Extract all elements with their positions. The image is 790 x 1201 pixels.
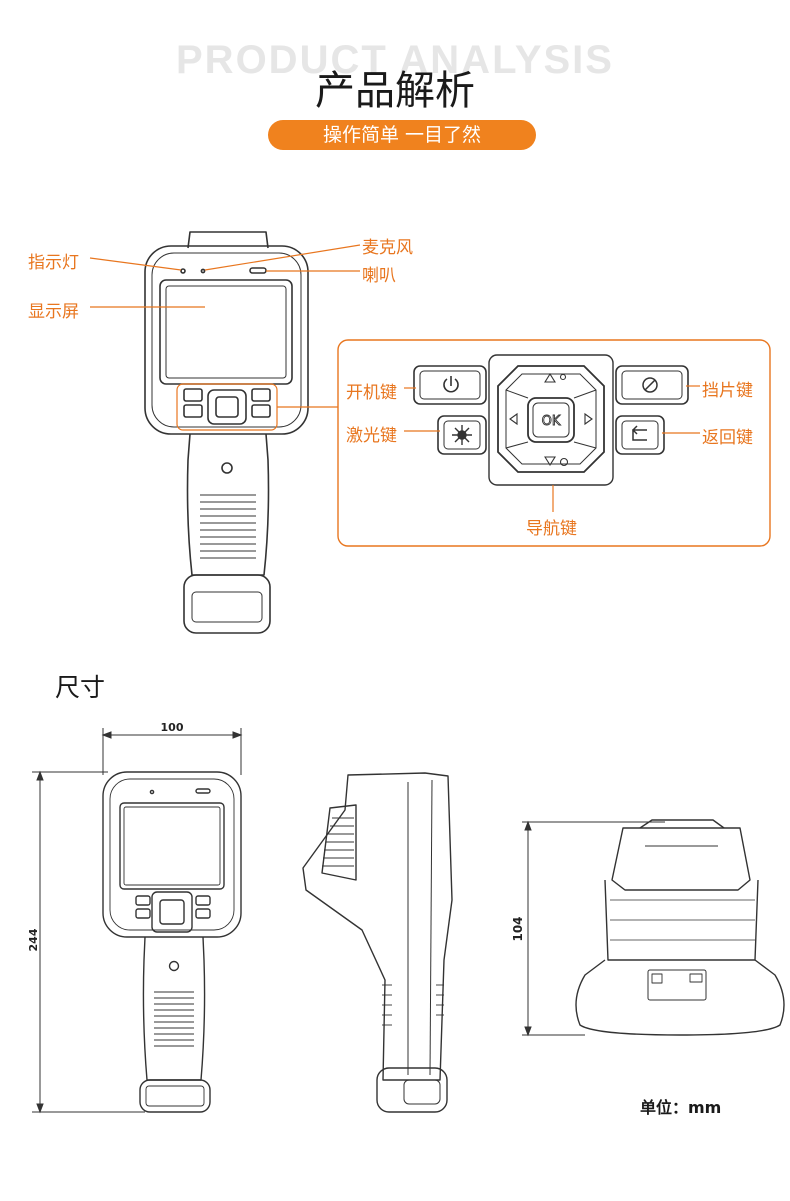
callout-line-indicator — [89, 257, 182, 271]
depth-dimension-label: 104 — [511, 916, 525, 941]
nav-left-arrow-icon — [509, 412, 518, 426]
device-indicator-dot — [180, 268, 186, 274]
label-indicator: 指示灯 — [28, 253, 79, 273]
label-nav-key: 导航键 — [526, 519, 577, 539]
back-arrow-icon — [631, 425, 647, 441]
location-pin-icon — [559, 373, 567, 381]
laser-icon — [452, 425, 472, 445]
shutter-icon — [642, 377, 658, 393]
device-battery — [183, 574, 271, 634]
device-mic-dot — [200, 268, 206, 274]
device-speaker-slot — [249, 267, 267, 274]
label-power-key: 开机键 — [346, 383, 397, 403]
dimensions-section-title: 尺寸 — [55, 673, 106, 702]
device-top-cap — [187, 231, 269, 249]
label-display: 显示屏 — [28, 302, 79, 322]
back-key-detail — [615, 415, 665, 455]
callout-line-microphone — [204, 244, 361, 271]
power-icon — [443, 376, 459, 393]
device-handle — [186, 433, 270, 576]
zoom-plus-icon — [559, 457, 569, 467]
nav-key-detail — [497, 365, 605, 473]
label-back-key: 返回键 — [702, 428, 753, 448]
device-screen — [159, 279, 293, 385]
label-shutter-key: 挡片键 — [702, 381, 753, 401]
label-speaker: 喇叭 — [362, 266, 396, 286]
nav-down-arrow-icon — [544, 456, 556, 467]
subtitle-badge: 操作简单 一目了然 — [268, 120, 536, 150]
keypad-zoom-panel — [337, 339, 771, 547]
height-dimension-label: 244 — [27, 928, 40, 951]
shutter-key-detail — [615, 365, 689, 405]
unit-label: 单位：mm — [640, 1098, 722, 1117]
page-title: 产品解析 — [315, 68, 475, 114]
label-laser-key: 激光键 — [346, 426, 397, 446]
header-watermark-title: PRODUCT ANALYSIS — [176, 38, 614, 82]
label-microphone: 麦克风 — [362, 238, 413, 258]
ok-key-label: OK — [542, 414, 561, 429]
device-head — [144, 245, 309, 435]
nav-right-arrow-icon — [584, 412, 593, 426]
power-key-detail — [413, 365, 487, 405]
nav-up-arrow-icon — [544, 372, 556, 383]
width-dimension-label: 100 — [161, 721, 184, 734]
